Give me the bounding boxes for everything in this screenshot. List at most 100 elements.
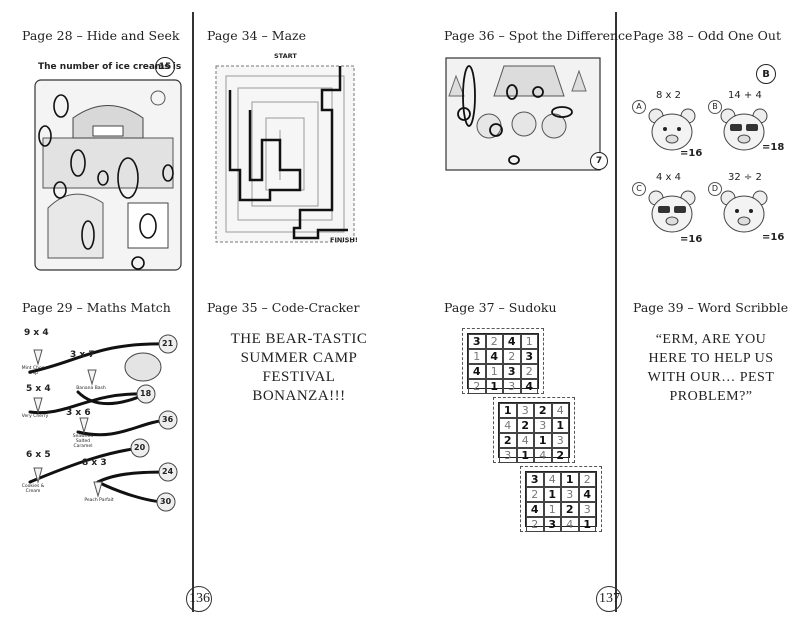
page-spine-divider xyxy=(404,0,406,625)
sudoku-cell: 3 xyxy=(551,433,569,448)
bear-c-result: =16 xyxy=(680,234,703,245)
right-column-divider xyxy=(615,12,617,612)
spot-difference-answer: 7 xyxy=(595,156,603,166)
sudoku-cell: 3 xyxy=(534,418,552,433)
sudoku-cell: 2 xyxy=(551,448,569,463)
maze-panel: START FINISH! xyxy=(210,50,360,250)
title-page-37: Page 37 – Sudoku xyxy=(444,300,557,315)
sudoku-cell: 3 xyxy=(520,349,538,364)
sudoku-cell: 4 xyxy=(543,472,561,487)
maze-illustration xyxy=(215,65,355,243)
sudoku-cell: 4 xyxy=(526,502,544,517)
hide-seek-illustration xyxy=(34,79,182,271)
sudoku-cell: 4 xyxy=(516,433,534,448)
sudoku-cell: 3 xyxy=(578,502,596,517)
maths-match-lines xyxy=(28,334,178,512)
sudoku-cell: 4 xyxy=(520,379,538,394)
sudoku-cell: 2 xyxy=(534,403,552,418)
bear-a-face-icon xyxy=(648,108,696,151)
sudoku-cell: 4 xyxy=(551,403,569,418)
sum-3x7: 3 x 7 xyxy=(70,350,95,360)
code-cracker-line: FESTIVAL xyxy=(262,369,336,385)
result-24: 24 xyxy=(162,467,174,476)
sum-5x4: 5 x 4 xyxy=(26,384,51,394)
sudoku-cell: 2 xyxy=(526,487,544,502)
sudoku-cell: 3 xyxy=(499,448,517,463)
bear-option-a: A 8 x 2 =16 xyxy=(632,86,707,166)
result-20: 20 xyxy=(134,443,146,452)
sudoku-cell: 4 xyxy=(499,418,517,433)
bear-d-face-icon xyxy=(720,190,768,233)
sudoku-cell: 4 xyxy=(561,517,579,532)
hide-seek-answer-badge: 15 xyxy=(155,57,175,77)
sudoku-cell: 4 xyxy=(485,349,503,364)
sudoku-cell: 2 xyxy=(503,349,521,364)
word-scribble-line: WITH OUR… PEST xyxy=(647,370,775,385)
bear-option-d: D 32 ÷ 2 =16 xyxy=(708,168,788,250)
bear-option-c: C 4 x 4 =16 xyxy=(632,168,707,250)
sudoku-cell: 2 xyxy=(578,472,596,487)
left-column-divider xyxy=(192,12,194,612)
hide-seek-answer: 15 xyxy=(158,62,172,72)
sudoku-cell: 3 xyxy=(526,472,544,487)
bear-d-result: =16 xyxy=(762,232,785,243)
sum-9x4: 9 x 4 xyxy=(24,328,49,338)
sudoku-cell: 1 xyxy=(520,334,538,349)
page-number-right-text: 137 xyxy=(599,591,620,606)
bear-d-sum: 32 ÷ 2 xyxy=(728,172,762,183)
bear-b-face-icon xyxy=(720,108,768,151)
sudoku-cell: 3 xyxy=(468,334,486,349)
sudoku-cell: 1 xyxy=(516,448,534,463)
sudoku-cell: 2 xyxy=(516,418,534,433)
hide-seek-panel: The number of ice creams is 15 xyxy=(33,56,183,271)
bear-c-face-icon xyxy=(648,190,696,233)
sudoku-cell: 4 xyxy=(578,487,596,502)
bear-option-b: B 14 + 4 =18 xyxy=(708,86,788,166)
odd-one-out-answer: B xyxy=(762,68,770,80)
bear-d-letter: D xyxy=(708,182,722,196)
word-scribble-line: PROBLEM?” xyxy=(669,389,753,404)
flavour-label: Seaweed Salted Caramel xyxy=(72,434,94,449)
sudoku-cell: 3 xyxy=(503,379,521,394)
maths-match-panel: 9 x 4 3 x 7 5 x 4 3 x 6 6 x 5 8 x 3 Mint… xyxy=(18,322,188,522)
bear-b-sum: 14 + 4 xyxy=(728,90,762,101)
bear-b-letter: B xyxy=(708,100,722,114)
spot-difference-answer-badge: 7 xyxy=(590,152,608,170)
page-number-left-text: 136 xyxy=(189,591,210,606)
sum-3x6: 3 x 6 xyxy=(66,408,91,418)
title-page-39: Page 39 – Word Scribble xyxy=(633,300,789,315)
sudoku-cell: 2 xyxy=(468,379,486,394)
sudoku-cell: 2 xyxy=(561,502,579,517)
sudoku-cell: 3 xyxy=(503,364,521,379)
result-36: 36 xyxy=(162,415,174,424)
flavour-label: Mint Choc Chip xyxy=(21,366,45,376)
bear-a-letter: A xyxy=(632,100,646,114)
sudoku-cell: 1 xyxy=(578,517,596,532)
title-page-34: Page 34 – Maze xyxy=(207,28,307,43)
flavour-label: Very Cherry xyxy=(21,414,49,419)
odd-one-out-answer-badge: B xyxy=(756,64,776,84)
title-page-36: Page 36 – Spot the Difference xyxy=(444,28,633,43)
word-scribble-line: “ERM, ARE YOU xyxy=(655,332,767,347)
sudoku-cell: 3 xyxy=(543,517,561,532)
word-scribble-line: HERE TO HELP US xyxy=(648,351,774,366)
sudoku-cell: 1 xyxy=(499,403,517,418)
title-page-38: Page 38 – Odd One Out xyxy=(633,28,781,43)
sudoku-cell: 2 xyxy=(499,433,517,448)
sudoku-cell: 2 xyxy=(485,334,503,349)
result-30: 30 xyxy=(160,497,172,506)
sudoku-cell: 3 xyxy=(561,487,579,502)
sudoku-cell: 1 xyxy=(543,487,561,502)
maze-start-label: START xyxy=(274,52,297,60)
sum-6x5: 6 x 5 xyxy=(26,450,51,460)
title-page-29: Page 29 – Maths Match xyxy=(22,300,171,315)
sudoku-cell: 4 xyxy=(534,448,552,463)
sudoku-cell: 1 xyxy=(534,433,552,448)
page-number-right-ring xyxy=(596,586,622,612)
result-21: 21 xyxy=(162,339,174,348)
spot-difference-panel: 7 xyxy=(444,56,608,176)
flavour-label: Banana Bash xyxy=(76,386,106,391)
sudoku-cell: 2 xyxy=(526,517,544,532)
